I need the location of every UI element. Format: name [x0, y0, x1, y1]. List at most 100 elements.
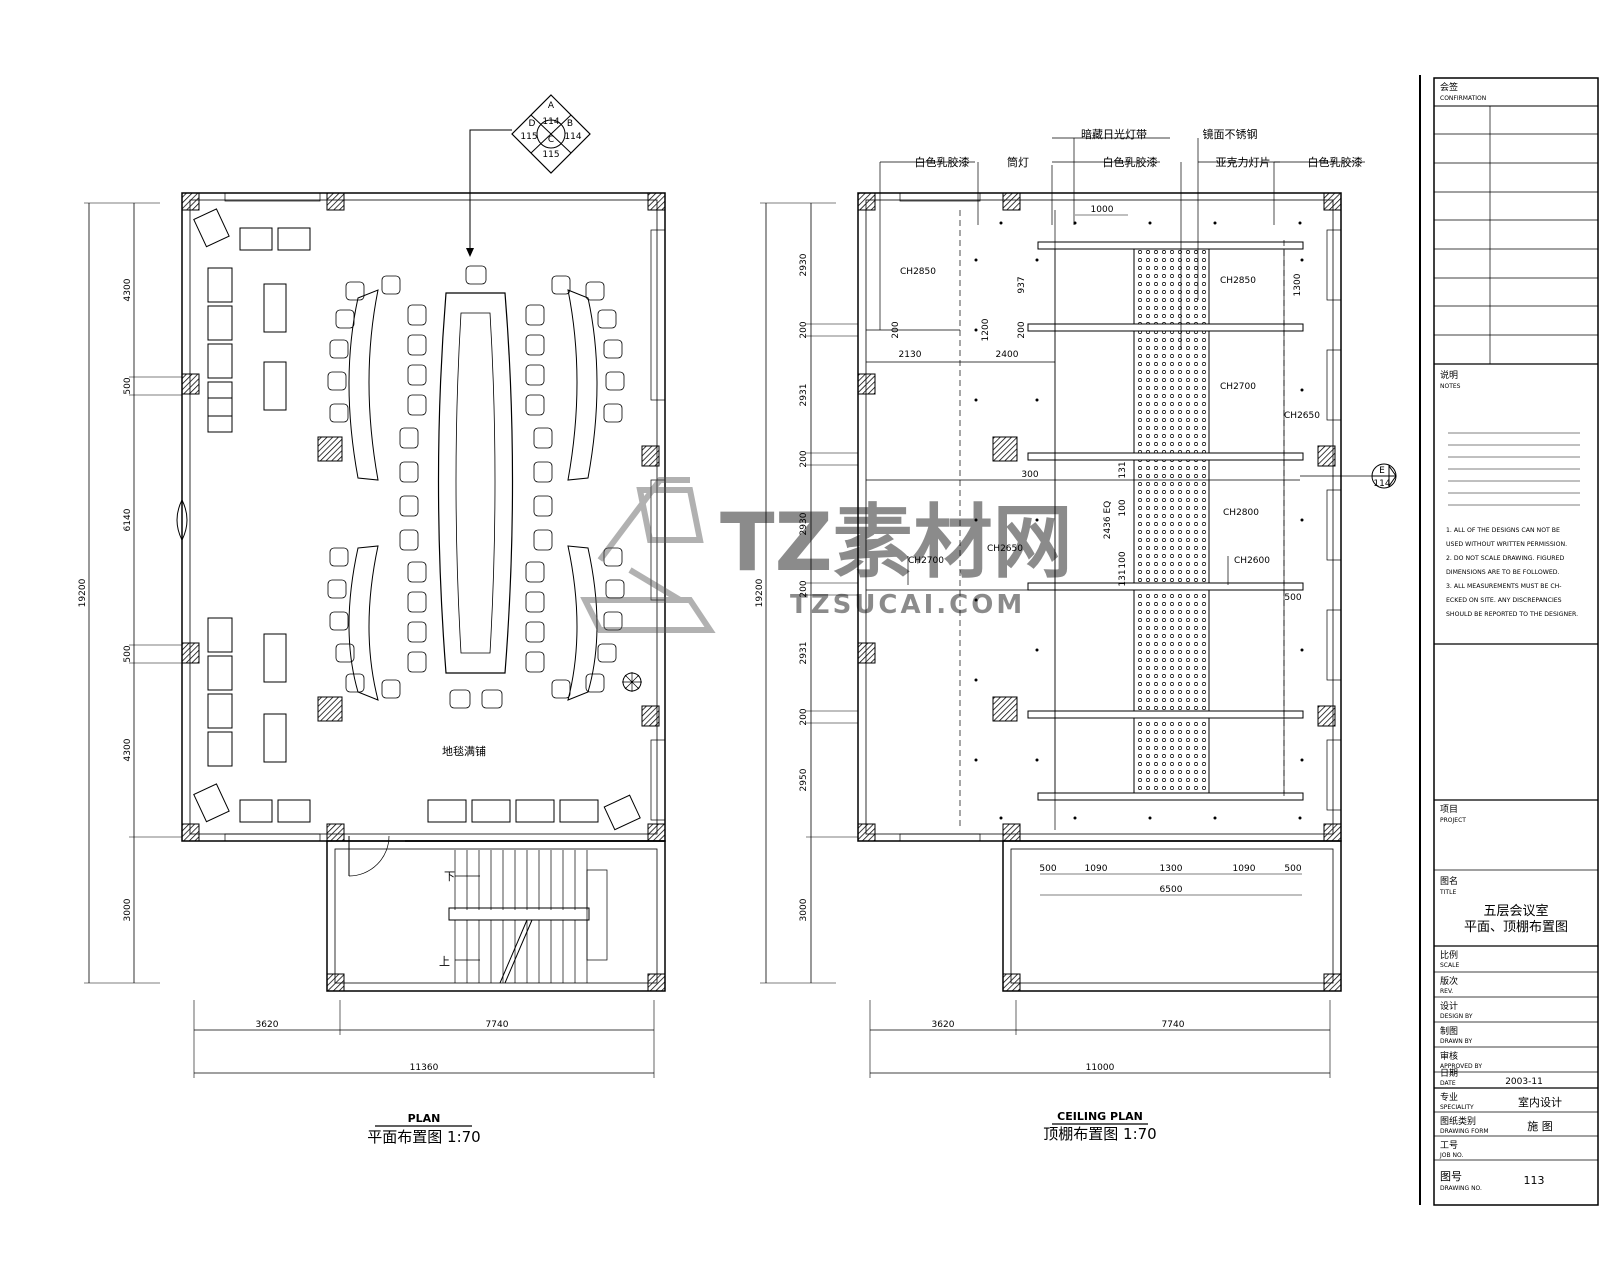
ch-4: CH2650	[1284, 411, 1320, 421]
tb-rev-en: REV.	[1440, 988, 1453, 995]
callout-5: 镜面不锈钢	[1203, 127, 1258, 141]
ceil-dim-left-3: 2931	[799, 384, 809, 407]
ceil-dim-left-8: 200	[799, 708, 809, 725]
ceil-dim-bottom-total: 11000	[1086, 1063, 1115, 1073]
ceil-dim-left-7: 2931	[799, 642, 809, 665]
plan-dim-left-5: 4300	[123, 738, 133, 761]
watermark-sub: TZSUCAI.COM	[790, 590, 1025, 620]
tb-job-cn: 工号	[1440, 1140, 1458, 1151]
plan-title-en: PLAN	[408, 1112, 441, 1125]
index-letter-a: A	[548, 101, 555, 111]
stair-up-label: 上	[439, 955, 450, 968]
ceil-bottom-dim-1: 500	[1039, 864, 1056, 874]
callout-3: 暗藏日光灯带	[1081, 127, 1147, 141]
tb-note-7: SHOULD BE REPORTED TO THE DESIGNER.	[1446, 611, 1578, 618]
plan-dim-left-1: 4300	[123, 278, 133, 301]
tb-form-cn: 图纸类别	[1440, 1115, 1476, 1127]
tb-speciality-en: SPECIALITY	[1440, 1104, 1474, 1111]
carpet-label: 地毯满铺	[442, 744, 486, 758]
plan-title-cn: 平面布置图 1:70	[367, 1128, 480, 1146]
ceil-dim-1300: 1300	[1293, 273, 1303, 296]
tb-rev-cn: 版次	[1440, 975, 1458, 987]
watermark: TZ素材网 TZSUCAI.COM	[580, 477, 1073, 633]
ceil-bottom-dim-total: 6500	[1160, 885, 1183, 895]
tb-note-2: USED WITHOUT WRITTEN PERMISSION.	[1446, 541, 1567, 548]
index-num-top: 114	[542, 117, 559, 127]
tb-confirm-cn: 会签	[1440, 81, 1458, 93]
plan-dim-bottom-1: 3620	[256, 1020, 279, 1030]
ceiling-title-en: CEILING PLAN	[1057, 1110, 1143, 1123]
floor-plan: 地毯满铺 下 上	[78, 192, 666, 1146]
stair-down-label: 下	[444, 870, 455, 883]
tb-speciality-cn: 专业	[1440, 1091, 1458, 1103]
tb-drawing-no-cn: 图号	[1440, 1170, 1462, 1183]
plan-dim-bottom-2: 7740	[486, 1020, 509, 1030]
stair-treads	[454, 850, 588, 983]
ceil-dim-131b: 131	[1118, 569, 1128, 586]
ceil-dim-200a: 200	[891, 321, 901, 338]
ceil-dim-left-6: 200	[799, 580, 809, 597]
tb-form-value: 施 图	[1527, 1120, 1553, 1133]
plan-dim-left-total: 19200	[78, 578, 88, 607]
ceil-dim-left-2: 200	[799, 321, 809, 338]
ceil-bottom-dim-5: 500	[1284, 864, 1301, 874]
index-letter-d: D	[529, 119, 536, 129]
ceil-dim-937: 937	[1017, 276, 1027, 293]
tb-date-cn: 日期	[1440, 1068, 1458, 1079]
ceil-dim-bottom-2: 7740	[1162, 1020, 1185, 1030]
tb-notes-en: NOTES	[1440, 383, 1461, 390]
ceil-dim-100b: 100	[1118, 551, 1128, 568]
ch-3: CH2700	[1220, 382, 1256, 392]
ch-7: CH2700	[908, 556, 944, 566]
plan-dim-left-6: 3000	[123, 898, 133, 921]
ceiling-plan: CH2850 CH2850 CH2700 CH2650 CH2800 CH265…	[755, 127, 1397, 1143]
plan-dim-left-2: 500	[123, 377, 133, 394]
ch-5: CH2800	[1223, 508, 1259, 518]
plan-dim-left-3: 6140	[123, 508, 133, 531]
index-symbol: A D B C 114 115 114 115	[466, 94, 591, 257]
ceil-dim-left-5: 2930	[799, 512, 809, 535]
ceiling-title-cn: 顶棚布置图 1:70	[1043, 1125, 1156, 1143]
ceil-dim-2400: 2400	[996, 350, 1019, 360]
tb-note-5: 3. ALL MEASUREMENTS MUST BE CH-	[1446, 583, 1562, 590]
tb-drawn-cn: 制图	[1440, 1025, 1458, 1037]
section-num: 114	[1373, 479, 1390, 489]
chairs	[327, 265, 625, 709]
ch-8: CH2600	[1234, 556, 1270, 566]
ceil-dim-left-10: 3000	[799, 898, 809, 921]
tb-project-cn: 项目	[1440, 804, 1458, 815]
ceil-dim-left-total: 19200	[755, 578, 765, 607]
tb-scale-cn: 比例	[1440, 949, 1458, 961]
tb-date-en: DATE	[1440, 1080, 1456, 1087]
tb-form-en: DRAWING FORM	[1440, 1128, 1489, 1135]
tb-note-6: ECKED ON SITE. ANY DISCREPANCIES	[1446, 597, 1562, 604]
tb-drawn-en: DRAWN BY	[1440, 1038, 1472, 1045]
tb-speciality-value: 室内设计	[1518, 1095, 1562, 1109]
tb-design-cn: 设计	[1440, 1000, 1458, 1012]
tb-note-3: 2. DO NOT SCALE DRAWING. FIGURED	[1446, 555, 1564, 562]
index-num-bottom: 115	[542, 150, 559, 160]
watermark-text: TZ素材网	[720, 496, 1073, 589]
tb-drawing-title-2: 平面、顶棚布置图	[1464, 920, 1568, 935]
ceil-dim-500: 500	[1284, 593, 1301, 603]
tb-notes-cn: 说明	[1440, 369, 1458, 381]
tb-title-en: TITLE	[1439, 889, 1456, 896]
tb-title-cn: 图名	[1440, 875, 1458, 887]
tb-drawing-no-en: DRAWING NO.	[1440, 1185, 1482, 1192]
callout-4: 白色乳胶漆	[1103, 155, 1158, 169]
ceil-dim-left-1: 2930	[799, 253, 809, 276]
tb-job-en: JOB NO.	[1439, 1152, 1463, 1159]
tb-approved-cn: 审核	[1440, 1050, 1458, 1062]
callout-2: 筒灯	[1007, 155, 1029, 169]
ceil-bottom-dim-2: 1090	[1085, 864, 1108, 874]
tb-project-en: PROJECT	[1440, 817, 1466, 824]
ceil-bottom-dim-3: 1300	[1160, 864, 1183, 874]
plan-dim-left-4: 500	[123, 645, 133, 662]
index-letter-c: C	[548, 135, 554, 145]
ch-6: CH2650	[987, 544, 1023, 554]
tb-approved-en: APPROVED BY	[1440, 1063, 1482, 1070]
index-num-right: 114	[564, 132, 581, 142]
title-block: 会签 CONFIRMATION 说明 NOTES 1. ALL OF THE D…	[1419, 75, 1599, 1206]
index-num-left: 115	[520, 132, 537, 142]
acrylic-panels	[1133, 248, 1210, 794]
